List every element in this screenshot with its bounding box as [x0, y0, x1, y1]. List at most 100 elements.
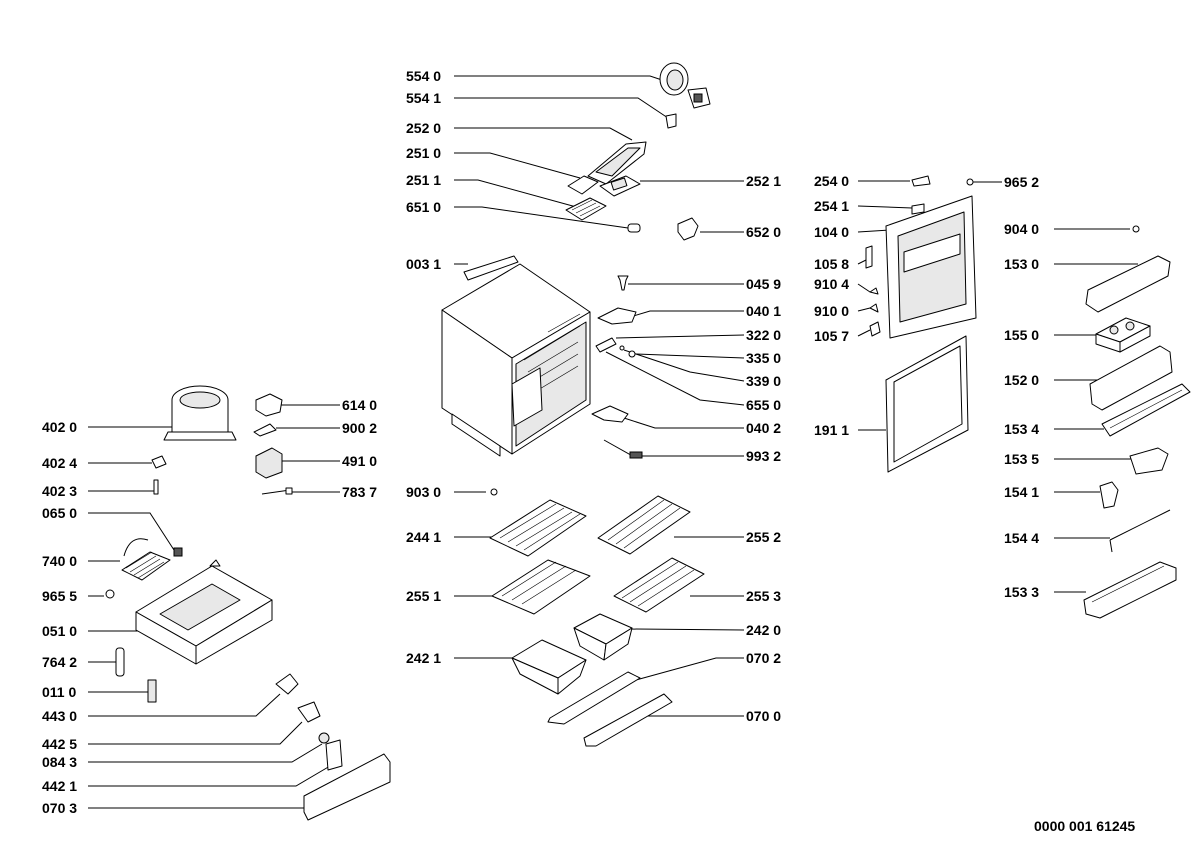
part-label: 153 3	[1004, 584, 1039, 600]
shelf-244-part	[489, 499, 587, 557]
part-label: 011 0	[42, 684, 76, 700]
part-label: 910 0	[814, 303, 849, 319]
part-label: 252 0	[406, 120, 441, 136]
leader-lines	[88, 75, 1138, 809]
bin-1533-part	[1083, 561, 1177, 619]
part-label: 152 0	[1004, 372, 1039, 388]
part-label: 252 1	[746, 173, 781, 189]
part-label: 339 0	[746, 373, 781, 389]
part-label: 904 0	[1004, 221, 1039, 237]
part-label: 105 7	[814, 328, 849, 344]
door-gasket-part	[885, 335, 969, 473]
part-label: 491 0	[342, 453, 377, 469]
part-label: 910 4	[814, 276, 849, 292]
part-9104	[869, 287, 879, 295]
egg-tray-part	[1095, 317, 1151, 353]
drawing-number: 0000 001 61245	[1034, 818, 1135, 834]
bulb-part	[627, 223, 641, 233]
part-label: 783 7	[342, 484, 377, 500]
bolt-part	[147, 679, 157, 703]
part-label: 254 1	[814, 198, 849, 214]
clip-4023-part	[153, 479, 159, 495]
part-label: 003 1	[406, 256, 441, 272]
grommet-part	[105, 589, 115, 599]
base-plate-part	[135, 559, 273, 665]
part-label: 402 4	[42, 455, 77, 471]
part-label: 070 2	[746, 650, 781, 666]
part-label: 993 2	[746, 448, 781, 464]
part-9040	[1132, 225, 1140, 233]
trim-strip-part	[463, 255, 519, 281]
door-part	[885, 195, 977, 339]
part-label: 554 0	[406, 68, 441, 84]
part-4430	[275, 673, 299, 695]
part-label: 255 2	[746, 529, 781, 545]
part-label: 251 0	[406, 145, 441, 161]
upper-hinge-part	[597, 307, 637, 325]
part-9100	[869, 303, 879, 313]
part-label: 322 0	[746, 327, 781, 343]
part-label: 651 0	[406, 199, 441, 215]
part-label: 614 0	[342, 397, 377, 413]
part-label: 070 3	[42, 800, 77, 816]
shelf-2551-part	[491, 559, 591, 615]
part-label: 900 2	[342, 420, 377, 436]
part-label: 045 9	[746, 276, 781, 292]
bin-1535-part	[1129, 447, 1169, 475]
plinth-part	[303, 753, 391, 821]
part-label: 335 0	[746, 350, 781, 366]
shelf-2553-part	[613, 557, 705, 613]
part-label: 105 8	[814, 256, 849, 272]
part-label: 242 1	[406, 650, 441, 666]
screw-part	[617, 275, 629, 291]
part-label: 040 1	[746, 303, 781, 319]
cable-7837-part	[261, 489, 291, 495]
cover-0702-part	[547, 671, 641, 725]
part-1057	[869, 321, 881, 337]
switch-part	[677, 217, 699, 241]
part-label: 153 0	[1004, 256, 1039, 272]
part-label: 251 1	[406, 172, 441, 188]
shelf-2552-part	[597, 495, 691, 555]
small-screw-part	[490, 488, 498, 496]
part-label: 442 1	[42, 778, 77, 794]
part-label: 070 0	[746, 708, 781, 724]
part-label: 155 0	[1004, 327, 1039, 343]
part-label: 242 0	[746, 622, 781, 638]
part-label: 065 0	[42, 505, 77, 521]
part-label: 084 3	[42, 754, 77, 770]
part-label: 740 0	[42, 553, 77, 569]
hinge-bracket-part	[595, 337, 617, 353]
part-label: 965 5	[42, 588, 77, 604]
bin-1530-part	[1085, 255, 1171, 313]
part-4425	[297, 701, 321, 723]
part-label: 153 4	[1004, 421, 1039, 437]
part-label: 154 4	[1004, 530, 1039, 546]
part-9652	[966, 178, 974, 186]
part-label: 443 0	[42, 708, 77, 724]
cabinet-part	[441, 263, 591, 457]
part-label: 442 5	[42, 736, 77, 752]
part-label: 255 1	[406, 588, 441, 604]
clip-part	[665, 113, 677, 129]
part-label: 402 3	[42, 483, 77, 499]
lamp-housing-part	[565, 141, 647, 221]
part-label: 191 1	[814, 422, 849, 438]
handle-2540-part	[911, 175, 931, 187]
part-label: 244 1	[406, 529, 441, 545]
part-label: 154 1	[1004, 484, 1039, 500]
part-label: 153 5	[1004, 451, 1039, 467]
clip-4024-part	[151, 455, 167, 469]
part-label: 104 0	[814, 224, 849, 240]
grille-1534-part	[1101, 383, 1191, 437]
part-label: 254 0	[814, 173, 849, 189]
part-label: 255 3	[746, 588, 781, 604]
part-label: 040 2	[746, 420, 781, 436]
part-label: 655 0	[746, 397, 781, 413]
part-0843	[318, 732, 330, 744]
part-label: 402 0	[42, 419, 77, 435]
tray-2421-part	[511, 639, 587, 695]
filter-drier-part	[115, 647, 125, 677]
lower-hinge-part	[591, 405, 629, 423]
